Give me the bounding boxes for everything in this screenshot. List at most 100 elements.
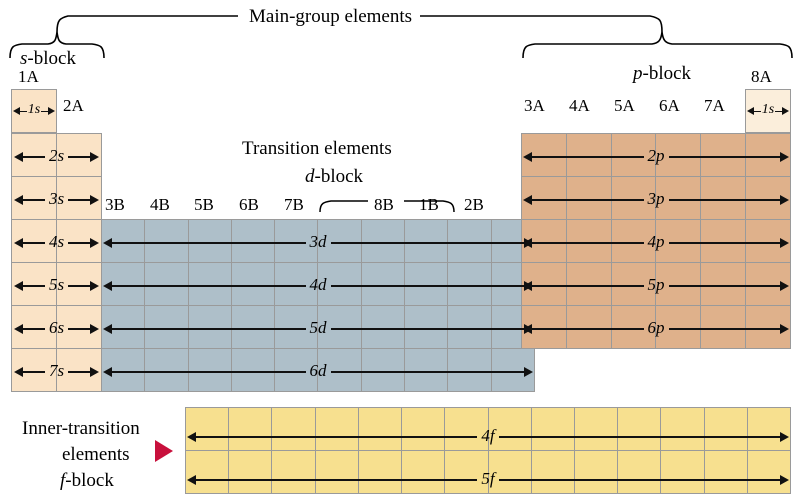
table-cell [12,90,57,133]
table-cell [656,263,702,306]
table-cell [315,451,359,494]
table-cell [229,408,273,451]
table-cell [57,263,102,306]
table-cell [361,263,406,306]
f-block-grid [185,407,791,494]
table-cell [12,134,57,177]
table-cell [405,349,449,392]
group-label-3B: 3B [105,195,125,214]
table-cell [318,306,362,349]
table-cell [145,349,189,392]
group-label-2B: 2B [464,195,484,214]
s-block-rows2-7 [11,133,102,392]
table-cell [701,263,747,306]
table-cell [275,263,319,306]
table-cell [275,349,319,392]
table-cell [145,263,189,306]
p-block-grid [521,133,791,349]
table-cell [12,220,57,263]
table-cell [611,263,657,306]
table-cell [272,408,316,451]
table-cell [57,177,102,220]
d-block-label: d-block [305,166,364,187]
table-cell [611,134,657,177]
table-cell [746,90,791,133]
s-block-row1 [11,89,57,133]
table-cell [618,451,662,494]
table-cell [448,263,492,306]
table-cell [231,349,276,392]
table-cell [229,451,273,494]
p-block-label: p-block [633,63,692,84]
table-cell [611,306,657,349]
table-cell [746,263,791,306]
table-cell [491,349,535,392]
table-cell [145,220,189,263]
table-cell [102,263,146,306]
table-cell [704,408,748,451]
table-cell [57,349,102,392]
table-cell [448,349,492,392]
table-cell [186,408,230,451]
table-cell [12,306,57,349]
table-cell [566,220,612,263]
table-cell [704,451,748,494]
table-cell [318,220,362,263]
table-cell [531,451,575,494]
group-label-8B: 8B [374,195,394,214]
table-cell [102,349,146,392]
table-cell [231,220,276,263]
table-cell [566,177,612,220]
table-cell [145,306,189,349]
table-cell [566,263,612,306]
table-cell [661,451,705,494]
table-cell [747,451,791,494]
table-cell [12,349,57,392]
table-cell [405,306,449,349]
table-cell [656,220,702,263]
group-label-8A: 8A [751,67,772,86]
table-cell [566,306,612,349]
table-cell [522,177,567,220]
table-cell [318,263,362,306]
group-label-4A: 4A [569,96,590,115]
table-cell [448,306,492,349]
table-cell [57,134,102,177]
table-cell [661,408,705,451]
table-cell [405,220,449,263]
s-block-label: s-block [20,48,76,69]
table-cell [522,220,567,263]
group-label-5B: 5B [194,195,214,214]
table-cell [402,451,446,494]
table-cell [522,263,567,306]
table-cell [358,451,403,494]
right-triangle-icon [155,440,173,462]
table-cell [656,134,702,177]
table-cell [611,220,657,263]
group-label-5A: 5A [614,96,635,115]
table-cell [358,408,403,451]
table-cell [57,306,102,349]
table-cell [746,220,791,263]
table-cell [445,451,489,494]
main-group-brace [9,15,793,59]
table-cell [747,408,791,451]
table-cell [574,451,619,494]
table-cell [186,451,230,494]
table-cell [231,263,276,306]
table-cell [746,134,791,177]
table-cell [188,306,232,349]
table-cell [488,451,532,494]
table-cell [566,134,612,177]
inner-transition-line1: Inner-transition [22,418,140,439]
table-cell [272,451,316,494]
table-cell [746,177,791,220]
group-label-6A: 6A [659,96,680,115]
table-cell [405,263,449,306]
inner-transition-line3: f-block [60,470,114,491]
table-cell [102,220,146,263]
transition-elements-label: Transition elements [242,138,392,159]
table-cell [522,306,567,349]
